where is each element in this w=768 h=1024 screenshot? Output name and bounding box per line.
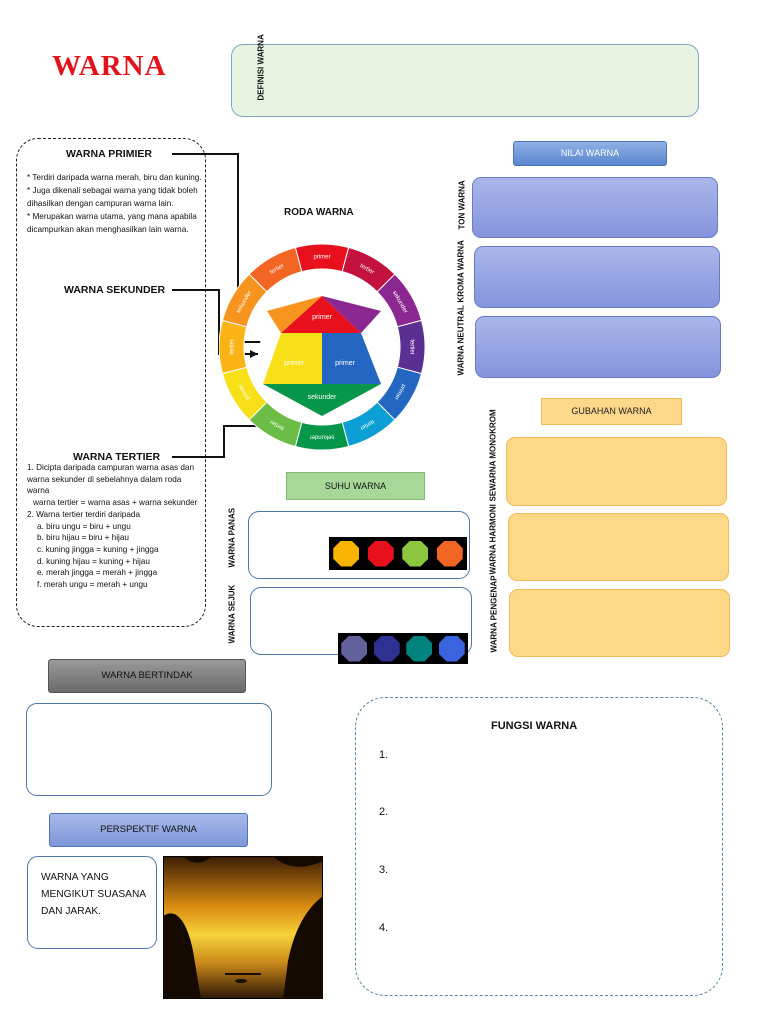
ring-label: primer	[313, 255, 330, 261]
inner-red	[281, 296, 361, 333]
tertier-line: c. kuning jingga = kuning + jingga	[37, 544, 159, 554]
suhu-header: SUHU WARNA	[286, 472, 425, 500]
fungsi-item-1[interactable]: 1.	[379, 749, 389, 761]
panas-label: WARNA PANAS	[227, 507, 237, 568]
kroma-warna-box[interactable]	[474, 246, 720, 308]
pengenap-box[interactable]	[509, 589, 730, 657]
roda-title: RODA WARNA	[284, 207, 354, 218]
tertier-line: 1. Dicipta daripada campuran warna asas …	[27, 463, 195, 496]
fungsi-title: FUNGSI WARNA	[491, 720, 578, 732]
tertier-text: 1. Dicipta daripada campuran warna asas …	[27, 462, 205, 591]
color-wheel: primertertiersekundertertierprimertertie…	[219, 243, 425, 451]
warna-neutral-box[interactable]	[475, 316, 721, 378]
tertier-line: warna tertier = warna asas + warna sekun…	[33, 498, 198, 508]
primier-point: * Juga dikenali sebagai warna yang tidak…	[27, 186, 198, 208]
sunset-image	[163, 856, 323, 999]
pengenap-label: WARNA PENGENAP	[489, 575, 499, 653]
fungsi-panel	[355, 697, 723, 996]
wheel-ring: primertertiersekundertertierprimertertie…	[219, 243, 425, 451]
swatch-cool	[373, 635, 400, 662]
harmoni-label: WARNA HARMONI	[488, 504, 498, 575]
fungsi-item-2[interactable]: 2.	[379, 806, 389, 818]
inner-green	[263, 384, 381, 416]
page-title: WARNA	[52, 50, 167, 82]
ring-segment	[248, 246, 303, 293]
perspektif-text: WARNA YANG MENGIKUT SUASANA DAN JARAK.	[41, 872, 146, 917]
primier-point: * Merupakan warna utama, yang mana apabi…	[27, 212, 197, 234]
tertier-heading: WARNA TERTIER	[73, 451, 161, 463]
inner-blue	[322, 333, 381, 384]
fungsi-item-3[interactable]: 3.	[379, 864, 389, 876]
neutral-label: WARNA NEUTRAL	[456, 305, 466, 376]
warna-types-panel	[16, 138, 206, 627]
perspektif-header: PERSPEKTIF WARNA	[49, 813, 248, 847]
panas-swatches	[329, 537, 467, 570]
swatch-warm	[367, 540, 394, 567]
inner-orange	[267, 296, 322, 333]
inner-label-top: primer	[312, 314, 333, 321]
ton-label: TON WARNA	[457, 180, 467, 230]
fungsi-item-4[interactable]: 4.	[379, 922, 389, 934]
ton-warna-box[interactable]	[472, 177, 718, 238]
inner-label-left: primer	[284, 360, 305, 367]
tertier-line: f. merah ungu = merah + ungu	[37, 580, 148, 590]
swatch-warm	[436, 540, 463, 567]
perspektif-box[interactable]: WARNA YANG MENGIKUT SUASANA DAN JARAK.	[27, 856, 157, 949]
sejuk-swatches	[338, 633, 468, 664]
ring-label: tertier	[230, 339, 236, 354]
monokrom-label: SEWARNA MONOKROM	[488, 409, 498, 502]
sejuk-label: WARNA SEJUK	[227, 584, 237, 644]
swatch-cool	[341, 635, 368, 662]
swatch-warm	[402, 540, 429, 567]
inner-yellow	[263, 333, 322, 384]
inner-label-right: primer	[335, 360, 356, 367]
bertindak-header: WARNA BERTINDAK	[48, 659, 246, 693]
swatch-cool	[406, 635, 433, 662]
gubahan-header: GUBAHAN WARNA	[541, 398, 682, 425]
harmoni-box[interactable]	[508, 513, 729, 581]
bertindak-box[interactable]	[26, 703, 272, 796]
tertier-line: b. biru hijau = biru + hijau	[37, 533, 129, 543]
primier-point: * Terdiri daripada warna merah, biru dan…	[27, 173, 202, 182]
swatch-warm	[333, 540, 360, 567]
sekunder-heading: WARNA SEKUNDER	[64, 284, 166, 296]
tertier-line: d. kuning hijau = kuning + hijau	[37, 556, 150, 566]
ring-label: sekunder	[310, 434, 335, 440]
definisi-box[interactable]: DEFINISI WARNA	[231, 34, 699, 117]
inner-label-bottom: sekunder	[308, 394, 337, 401]
tertier-line: a. biru ungu = biru + ungu	[37, 521, 131, 531]
primier-heading: WARNA PRIMIER	[66, 148, 152, 160]
tertier-line: 2. Warna tertier terdiri daripada	[27, 509, 141, 519]
monokrom-box[interactable]	[506, 437, 727, 506]
inner-purple	[322, 296, 381, 333]
swatch-cool	[438, 635, 465, 662]
tertier-line: e. merah jingga = merah + jingga	[37, 568, 158, 578]
primier-text: * Terdiri daripada warna merah, biru dan…	[27, 171, 202, 236]
kroma-label: KROMA WARNA	[456, 240, 466, 303]
ring-label: tertier	[409, 339, 415, 354]
nilai-header: NILAI WARNA	[513, 141, 667, 166]
